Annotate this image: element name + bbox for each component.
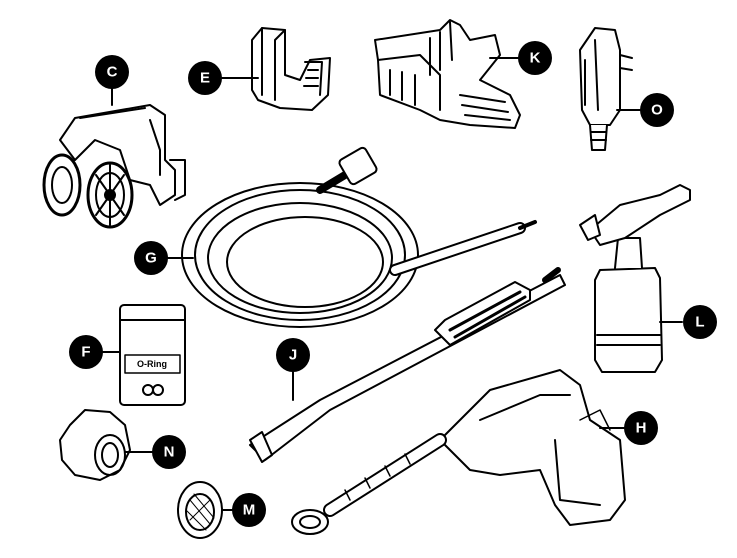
leader-lines bbox=[102, 57, 683, 511]
label-k-text: K bbox=[530, 50, 541, 67]
label-g-text: G bbox=[145, 250, 157, 267]
label-n-text: N bbox=[164, 444, 175, 461]
label-badge-o: O bbox=[640, 93, 674, 127]
label-badge-c: C bbox=[95, 55, 129, 89]
label-badge-m: M bbox=[232, 493, 266, 527]
inlet-filter-illustration bbox=[177, 481, 223, 539]
spray-gun-illustration bbox=[291, 369, 626, 535]
label-badge-e: E bbox=[188, 61, 222, 95]
o-ring-pack-illustration bbox=[119, 304, 186, 406]
label-f-text: F bbox=[81, 344, 90, 361]
wheel-base-illustration bbox=[42, 104, 186, 229]
spray-wand-illustration bbox=[249, 267, 566, 463]
label-badge-h: H bbox=[624, 411, 658, 445]
label-badge-g: G bbox=[134, 241, 168, 275]
label-badge-j: J bbox=[276, 338, 310, 372]
label-m-text: M bbox=[243, 502, 256, 519]
o-ring-tag-text: O-Ring bbox=[137, 359, 167, 369]
hook-holder-illustration bbox=[251, 27, 331, 111]
storage-bracket-illustration bbox=[374, 19, 521, 129]
label-e-text: E bbox=[200, 70, 210, 87]
label-c-text: C bbox=[107, 64, 118, 81]
label-badge-f: F bbox=[69, 335, 103, 369]
nozzle-tip-illustration bbox=[579, 27, 633, 151]
label-l-text: L bbox=[695, 314, 704, 331]
label-badge-n: N bbox=[152, 435, 186, 469]
detergent-bottle-illustration bbox=[579, 184, 691, 373]
label-o-text: O bbox=[651, 102, 663, 119]
hose-illustration bbox=[181, 146, 537, 328]
label-h-text: H bbox=[636, 420, 647, 437]
label-j-text: J bbox=[289, 347, 297, 364]
label-badge-k: K bbox=[518, 41, 552, 75]
label-badge-l: L bbox=[683, 305, 717, 339]
coupling-nut-illustration bbox=[59, 409, 131, 481]
